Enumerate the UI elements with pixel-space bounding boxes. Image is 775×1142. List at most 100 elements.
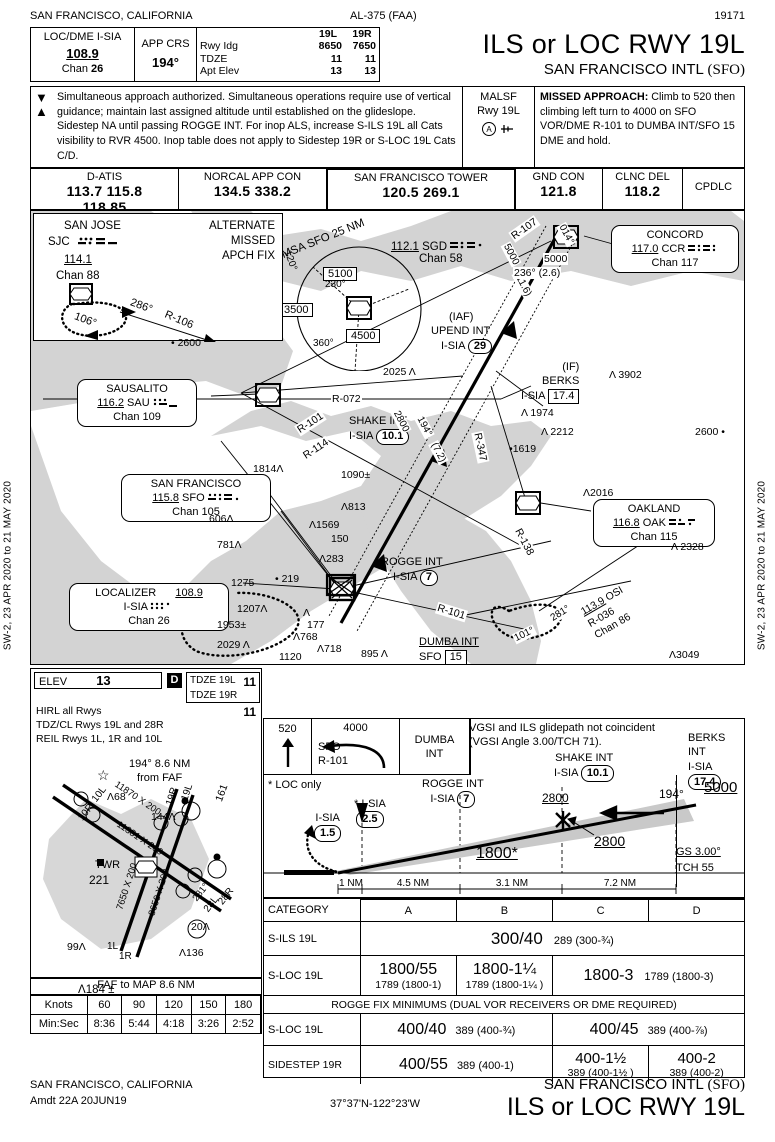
- footer-right: SAN FRANCISCO INTL (SFO) ILS or LOC RWY …: [507, 1076, 745, 1122]
- spot-elev-2600b: 2600 •: [695, 426, 725, 438]
- footer-airport-name: SAN FRANCISCO INTL (SFO): [543, 1076, 745, 1093]
- sidestep-d-sub: 389 (400-2): [669, 1067, 724, 1080]
- upend-dme: 29: [467, 338, 493, 355]
- sidestep-d: 400-2 389 (400-2): [648, 1045, 744, 1084]
- approach-light-icon: [501, 124, 513, 133]
- navbox-concord: CONCORD 117.0 CCR Chan 117: [611, 225, 739, 274]
- category-row: CATEGORY A B C D: [264, 899, 744, 922]
- sausalito-freq-line: 116.2 SAU: [84, 396, 190, 410]
- apt-elev-19L: 13: [330, 65, 342, 78]
- navbox-sausalito: SAUSALITO 116.2 SAU Chan 109: [77, 379, 197, 428]
- tdze-box: TDZE 19L 11 TDZE 19R 11: [186, 672, 260, 719]
- timing-knots-60: 60: [87, 995, 123, 1015]
- spot-elev-150: 150: [331, 533, 349, 545]
- s-loc-19l-cd-main: 1800-3: [583, 966, 634, 984]
- spot-elev-3049: Λ3049: [669, 649, 700, 661]
- footer-amendment: Amdt 22A 20JUN19: [30, 1094, 127, 1107]
- spot-elev-2212: Λ 2212: [541, 426, 574, 438]
- runway-data-table: 19L 19R Rwy Idg 8650 7650 TDZE 11 11 Apt…: [197, 28, 379, 78]
- loc-only-note: * LOC only: [268, 779, 322, 791]
- s-loc-19l-cd-hat: 1789 (1800-3): [644, 970, 714, 983]
- sidestep-ab: 400/55 389 (400-1): [359, 1045, 554, 1084]
- msa-bearing-360: 360°: [313, 338, 334, 349]
- missed-hold-cell: DUMBA INT: [400, 719, 470, 775]
- field-elevation-box: ELEV 13: [34, 672, 162, 689]
- timing-knots-90: 90: [121, 995, 157, 1015]
- runway-end-1R: 1R: [119, 951, 132, 962]
- d-symbol-icon: D: [167, 673, 182, 688]
- footer-title: ILS or LOC RWY 19L: [506, 1093, 745, 1121]
- spot-elev-2029: 2029 Λ: [217, 639, 250, 651]
- footer-coordinates: 37°37'N-122°23'W: [330, 1098, 421, 1110]
- concord-name: CONCORD: [646, 229, 704, 241]
- spot-elev-781: 781Λ: [217, 539, 242, 551]
- s-loc-19l-a-sub: 1789 (1800-1): [375, 978, 442, 991]
- oakland-name: OAKLAND: [627, 503, 681, 515]
- spot-elev-768: Λ768: [293, 631, 318, 643]
- rogge-s-loc-cd-hat: 389 (400-⅞): [647, 1024, 708, 1037]
- rogge-s-loc-cd: 400/45 389 (400-⅞): [552, 1013, 744, 1046]
- spot-elev-1275: 1275: [231, 577, 255, 589]
- s-ils-19l-hat: 289 (300-¾): [553, 934, 614, 947]
- profile-alt-5000: 5000: [704, 779, 738, 796]
- rogge-s-loc-cd-main: 400/45: [589, 1020, 639, 1038]
- plan-view: MSA SFO 25 NM 5100 3500 4500 120° 230° 3…: [30, 210, 745, 665]
- localizer-ident-cell: LOC/DME I-SIA 108.9 Chan 26: [31, 28, 135, 81]
- segment-3-1nm: 3.1 NM: [495, 878, 529, 889]
- segment-7-2nm: 7.2 NM: [603, 878, 637, 889]
- tch-value: TCH 55: [676, 861, 714, 874]
- alternate-missed-inset: SAN JOSE SJC 114.1 Chan 88 ALTERNATE MIS…: [33, 213, 283, 342]
- category-d: D: [648, 899, 744, 922]
- footer-left: SAN FRANCISCO, CALIFORNIA Amdt 22A 20JUN…: [30, 1078, 193, 1110]
- profile-course-194: 194°: [659, 787, 684, 801]
- page-title: ILS or LOC RWY 19L: [482, 29, 745, 59]
- rwy-idg-19R: 7650: [352, 40, 376, 53]
- gs-angle: GS 3.00°: [676, 846, 721, 858]
- missed-strip-right-edge: [470, 719, 471, 775]
- comm-freq-tower: 120.5 269.1: [382, 183, 460, 200]
- vgsi-note: VGSI and ILS glidepath not coincident (V…: [469, 722, 655, 749]
- malsf-icon-group: A: [463, 121, 534, 136]
- dumba-dme: 15: [444, 649, 467, 664]
- alternate-missed-label: ALTERNATE MISSED APCH FIX: [208, 220, 275, 262]
- rogge-row-sidestep-19r: SIDESTEP 19R 400/55 389 (400-1) 400-1½ 3…: [264, 1045, 744, 1084]
- radial-r-072: R-072: [331, 393, 362, 405]
- sjc-hold-pattern: [61, 283, 216, 342]
- profile-alt-1800: 1800*: [476, 845, 518, 862]
- fix-rogge: ROGGE INT I-SIA 7: [381, 556, 443, 586]
- timing-label-knots: Knots: [31, 995, 88, 1015]
- climb-arrow-icon: [281, 738, 294, 767]
- airport-lighting-notes: HIRL all Rwys TDZ/CL Rwys 19L and 28R RE…: [36, 705, 164, 747]
- oakland-chan: Chan 115: [630, 531, 678, 544]
- sgd-ident: SGD: [422, 241, 448, 254]
- s-loc-19l-cat-b: 1800-1¼ 1789 (1800-1¼ ): [455, 955, 554, 996]
- timing-minsec-row: Min:Sec 8:36 5:44 4:18 3:26 2:52: [31, 1014, 261, 1034]
- distance-tick-marks: [337, 884, 677, 894]
- timing-time-60: 8:36: [87, 1014, 123, 1034]
- navbox-san-francisco: SAN FRANCISCO 115.8 SFO Chan 105: [121, 474, 271, 523]
- morse-code-oak-icon: [669, 518, 696, 525]
- timing-time-90: 5:44: [121, 1014, 157, 1034]
- apt-note-2: TDZ/CL Rwys 19L and 28R: [36, 718, 164, 731]
- rwy-col-19R: 19R: [352, 28, 372, 40]
- localizer-feather-icon: [325, 573, 357, 597]
- dumba-name: DUMBA INT: [419, 636, 479, 648]
- rogge-s-loc-ab: 400/40 389 (400-¾): [359, 1013, 554, 1046]
- minimums-row-s-loc-19l: S-LOC 19L 1800/55 1789 (1800-1) 1800-1¼ …: [264, 955, 744, 996]
- sidestep-d-main: 400-2: [677, 1050, 716, 1068]
- app-crs-value: 194°: [152, 54, 179, 70]
- apt-spot-136: Λ136: [179, 947, 204, 959]
- category-b: B: [455, 899, 554, 922]
- alsf-label: MALSF: [480, 91, 517, 103]
- s-loc-19l-cat-a: 1800/55 1789 (1800-1): [359, 955, 457, 996]
- comm-d-atis: D-ATIS 113.7 115.8 118.85: [31, 169, 179, 215]
- spot-elev-895: 895 Λ: [361, 648, 388, 660]
- comm-freq-clnc: 118.2: [624, 183, 661, 199]
- airport-name-title: SAN FRANCISCO INTL (SFO): [543, 61, 745, 79]
- sidestep-ab-hat: 389 (400-1): [456, 1059, 514, 1072]
- tower-elev: 221: [89, 873, 110, 887]
- apt-spot-68: Λ68: [107, 791, 126, 803]
- morse-code-sau-icon: [153, 398, 177, 407]
- chart-top-identification: SAN FRANCISCO, CALIFORNIA AL-375 (FAA) 1…: [30, 10, 745, 24]
